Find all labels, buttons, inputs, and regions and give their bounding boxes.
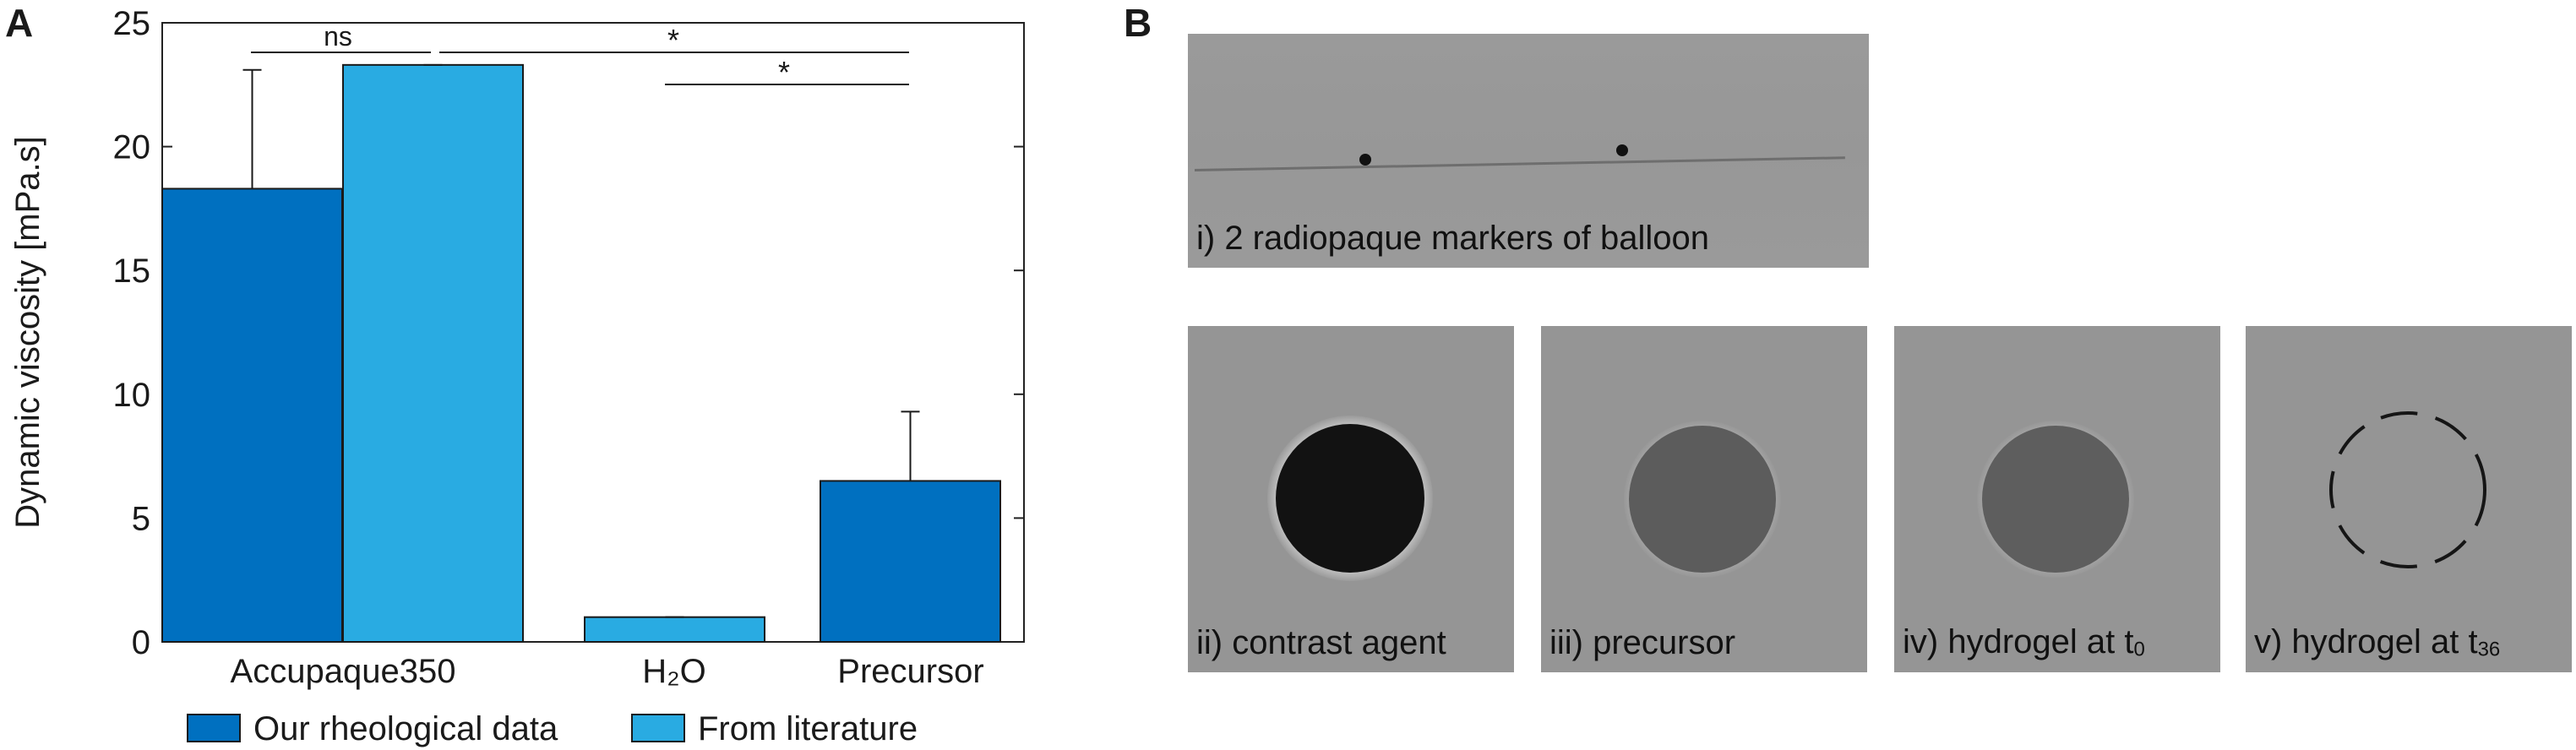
x-tick-label: H₂O [642,653,706,690]
image-caption-markers: i) 2 radiopaque markers of balloon [1196,220,1710,257]
balloon-wire [1194,156,1845,171]
significance-label: * [667,23,679,57]
caption-text: v) hydrogel at t [2254,623,2478,661]
precursor-disk [1629,426,1776,573]
x-tick-label: Accupaque350 [231,653,456,690]
legend-swatch [631,714,685,742]
bar [820,480,1001,643]
significance-label: ns [324,21,352,52]
xray-image-contrast-agent: ii) contrast agent [1188,326,1514,672]
xray-image-precursor: iii) precursor [1541,326,1867,672]
caption-subscript: 36 [2477,639,2501,661]
bar [342,63,524,644]
xray-image-markers: i) 2 radiopaque markers of balloon [1188,34,1869,268]
caption-subscript: 0 [2133,639,2145,661]
xray-image-hydrogel-t0: iv) hydrogel at t0 [1894,326,2220,672]
y-axis-label: Dynamic viscosity [mPa.s] [9,136,46,529]
y-tick-label: 5 [132,500,150,537]
xray-image-hydrogel-t36: v) hydrogel at t36 [2246,326,2572,672]
panel-a-label: A [5,1,34,45]
image-caption-precursor: iii) precursor [1549,624,1736,661]
radiopaque-marker-1 [1359,154,1371,166]
y-tick-label: 25 [113,5,151,42]
y-tick-label: 15 [113,253,151,290]
bar [161,188,343,644]
image-caption-hydrogel-t0: iv) hydrogel at t0 [1903,623,2145,662]
hydrogel-t0-disk [1982,426,2129,573]
image-caption-contrast-agent: ii) contrast agent [1196,624,1446,661]
radiopaque-marker-2 [1616,144,1628,156]
y-tick-label: 0 [132,624,150,661]
legend-label: Our rheological data [253,710,558,747]
x-tick-label: Precursor [837,653,983,690]
y-tick-label: 10 [113,377,151,414]
image-caption-hydrogel-t36: v) hydrogel at t36 [2254,623,2500,662]
significance-label: * [778,55,790,90]
caption-text: iv) hydrogel at t [1903,623,2134,661]
legend-label: From literature [698,710,918,747]
legend-swatch [187,714,241,742]
dashed-outline-circle [2329,411,2486,568]
contrast-agent-disk [1276,424,1424,573]
y-tick-label: 20 [113,129,151,166]
bar [584,616,765,643]
panel-b-label: B [1124,1,1152,45]
